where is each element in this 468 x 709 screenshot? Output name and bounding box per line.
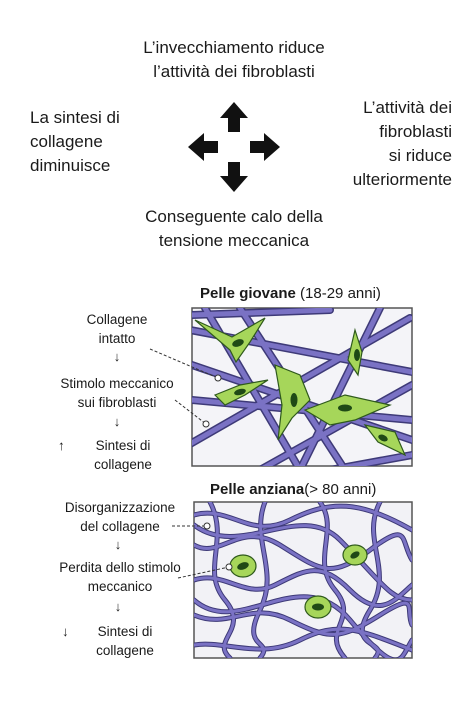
young-skin-illustration: [149, 307, 413, 467]
old-title-rest: (> 80 anni): [304, 481, 377, 498]
cycle-left-line-2: collagene: [30, 132, 103, 151]
old-down-arrow-1-icon: ↓: [114, 537, 122, 552]
cycle-left-line-3: diminuisce: [30, 156, 111, 175]
old-step-2-line-1: Perdita dello stimolo: [59, 560, 181, 575]
cycle-left-text: La sintesi di collagene diminuisce: [30, 106, 120, 178]
young-step-2: Stimolo meccanico sui fibroblasti: [32, 374, 202, 412]
young-step-2-line-1: Stimolo meccanico: [60, 376, 174, 391]
old-pointer-dot-2: [225, 563, 233, 571]
old-pointer-dot-1: [203, 522, 211, 530]
young-nuclei: [232, 339, 388, 442]
cycle-right-line-4: ulteriormente: [352, 170, 452, 189]
old-title-bold: Pelle anziana: [210, 481, 305, 498]
old-collagen-fibers: [194, 502, 412, 658]
cycle-top-line-1: L’invecchiamento riduce: [143, 38, 325, 57]
young-step-2-line-2: sui fibroblasti: [77, 395, 157, 410]
young-increase-arrow-icon: ↑: [58, 438, 65, 453]
cycle-bottom-text: Conseguente calo della tensione meccanic…: [0, 205, 468, 253]
young-panel-title: Pelle giovane (18-29 anni): [200, 285, 381, 302]
young-step-1-line-1: Collagene: [86, 312, 148, 327]
young-step-1-line-2: intatto: [98, 331, 136, 346]
arrow-left-icon: [188, 133, 218, 161]
cycle-left-line-1: La sintesi di: [30, 108, 120, 127]
four-way-arrows-icon: [188, 102, 280, 192]
old-step-3-line-2: collagene: [96, 643, 154, 658]
young-leader-lines: [149, 348, 219, 425]
cycle-top-text: L’invecchiamento riduce l’attività dei f…: [0, 36, 468, 84]
old-step-2: Perdita dello stimolo meccanico: [30, 558, 210, 596]
young-step-3-text-1: Sintesi di: [95, 438, 151, 453]
old-step-1-line-2: del collagene: [80, 519, 160, 534]
old-step-2-line-2: meccanico: [87, 579, 153, 594]
young-down-arrow-1-icon: ↓: [113, 349, 121, 364]
old-panel-title: Pelle anziana(> 80 anni): [210, 481, 376, 498]
young-step-3: ↑ Sintesi di collagene: [58, 436, 178, 474]
old-nuclei: [237, 551, 360, 611]
old-decrease-arrow-icon: ↓: [62, 624, 69, 639]
old-step-3: ↓ Sintesi di collagene: [62, 622, 180, 660]
arrow-up-icon: [220, 102, 248, 132]
cycle-right-text: L’attività dei fibroblasti si riduce ult…: [353, 96, 452, 192]
cycle-bottom-line-2: tensione meccanica: [158, 231, 310, 250]
cycle-right-line-1: L’attività dei: [363, 98, 452, 117]
old-down-arrow-2-icon: ↓: [114, 599, 122, 614]
old-leader-lines: [172, 525, 230, 579]
arrow-right-icon: [250, 133, 280, 161]
old-step-1: Disorganizzazione del collagene: [30, 498, 210, 536]
young-down-arrow-2-icon: ↓: [113, 414, 121, 429]
cycle-right-line-2: fibroblasti: [379, 122, 452, 141]
old-step-1-line-1: Disorganizzazione: [64, 500, 176, 515]
cycle-top-line-2: l’attività dei fibroblasti: [153, 62, 315, 81]
young-step-1: Collagene intatto: [62, 310, 172, 348]
young-step-3-line-2: collagene: [94, 457, 152, 472]
young-pointer-dot-2: [202, 420, 210, 428]
arrow-down-icon: [220, 162, 248, 192]
old-step-3-text-1: Sintesi di: [97, 624, 153, 639]
old-skin-illustration: [172, 501, 413, 659]
young-pointer-dot-1: [214, 374, 222, 382]
cycle-right-line-3: si riduce: [388, 146, 452, 165]
old-step-3-line-1: ↓ Sintesi di: [62, 622, 180, 641]
young-title-bold: Pelle giovane: [200, 285, 296, 302]
young-title-rest: (18-29 anni): [295, 285, 381, 302]
cycle-bottom-line-1: Conseguente calo della: [145, 207, 323, 226]
young-step-3-line-1: ↑ Sintesi di: [58, 436, 178, 455]
